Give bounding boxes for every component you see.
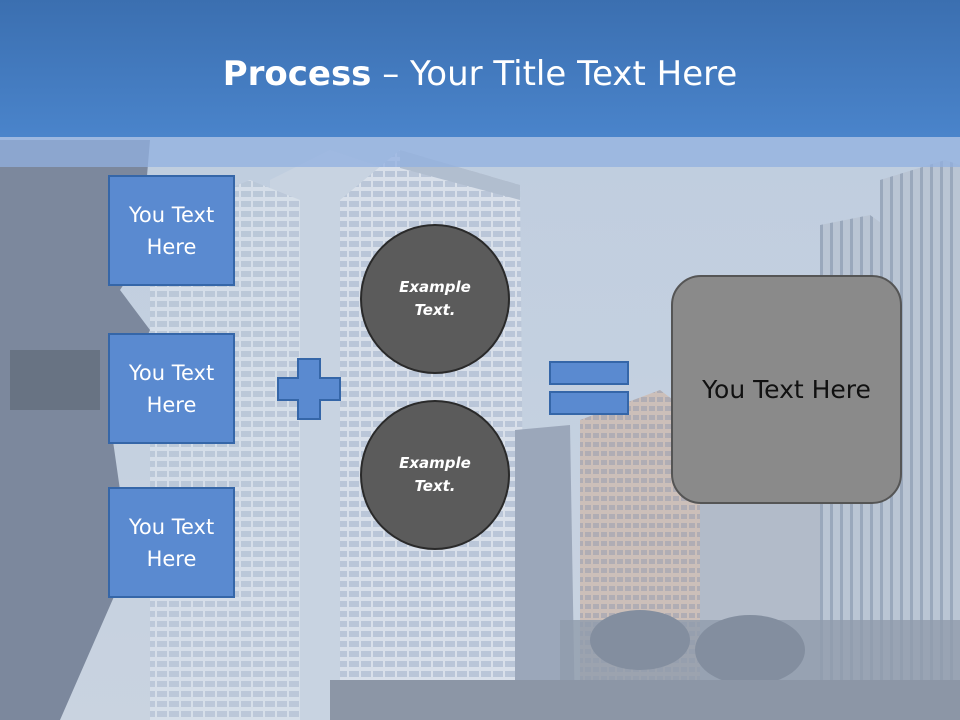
equals-icon xyxy=(549,361,629,415)
left-box-1: You Text Here xyxy=(108,175,235,286)
title-rest: – Your Title Text Here xyxy=(371,54,738,94)
circle-2-label: Example Text. xyxy=(399,454,471,495)
left-box-1-label: You Text Here xyxy=(128,202,215,259)
left-box-2: You Text Here xyxy=(108,333,235,444)
result-box: You Text Here xyxy=(671,275,902,504)
circle-1-label: Example Text. xyxy=(399,278,471,319)
left-box-3: You Text Here xyxy=(108,487,235,598)
left-box-2-label: You Text Here xyxy=(128,360,215,417)
title-band xyxy=(0,137,960,167)
title-bar xyxy=(0,0,960,137)
circle-1: Example Text. xyxy=(360,224,510,374)
result-box-label: You Text Here xyxy=(702,374,871,404)
title-strong: Process xyxy=(222,54,372,94)
plus-icon xyxy=(277,358,341,420)
left-box-3-label: You Text Here xyxy=(128,514,215,571)
circle-2: Example Text. xyxy=(360,400,510,550)
slide-title: Process – Your Title Text Here xyxy=(0,52,960,96)
